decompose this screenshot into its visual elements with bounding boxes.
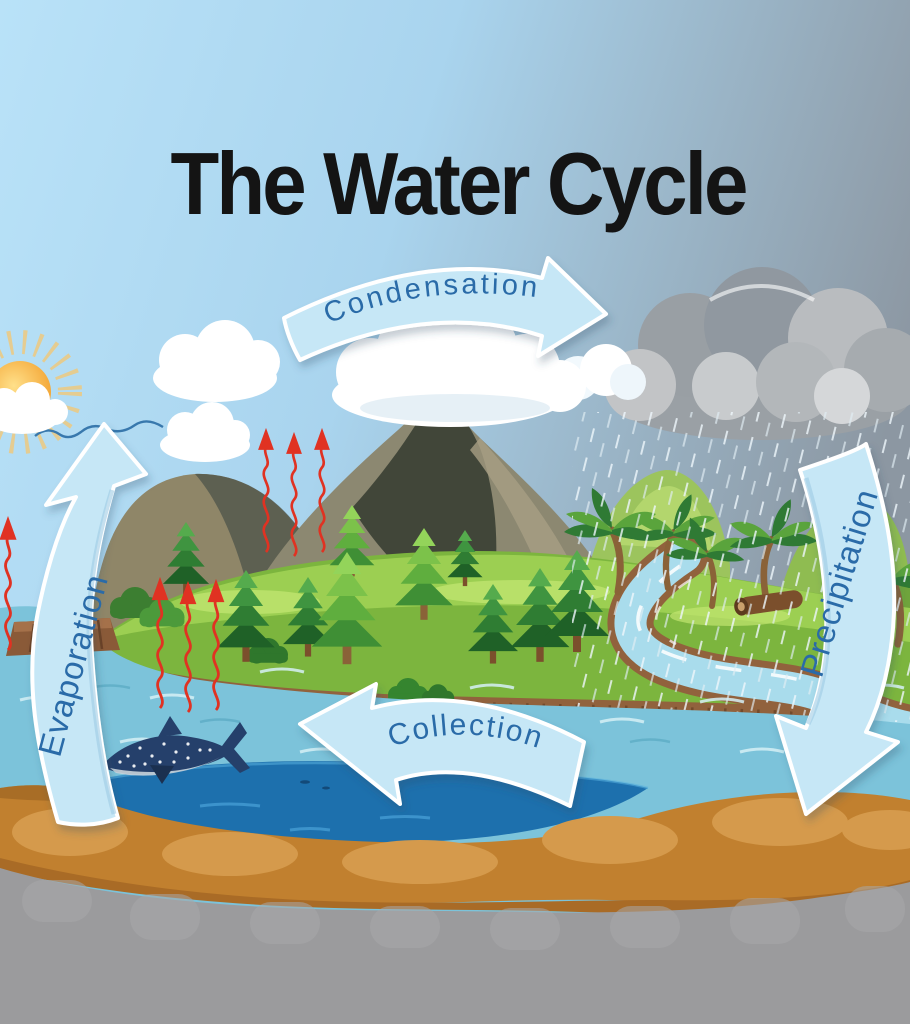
cloud-icon bbox=[0, 382, 68, 434]
whale-shark-icon bbox=[102, 716, 250, 784]
sand-layer bbox=[0, 785, 910, 914]
condensation-arrow bbox=[282, 256, 608, 362]
cloud-icon bbox=[153, 320, 280, 402]
collection-arrow bbox=[298, 682, 586, 808]
cloud-icon bbox=[332, 308, 586, 427]
bird-flock-icon bbox=[34, 420, 164, 439]
bedrock-layer bbox=[0, 868, 910, 1024]
cloud-icon bbox=[160, 402, 250, 462]
rain-cloud-icon bbox=[604, 267, 910, 440]
precipitation-arrow bbox=[774, 442, 900, 816]
page-title: The Water Cycle bbox=[170, 134, 745, 233]
evaporation-arrow bbox=[30, 422, 148, 827]
